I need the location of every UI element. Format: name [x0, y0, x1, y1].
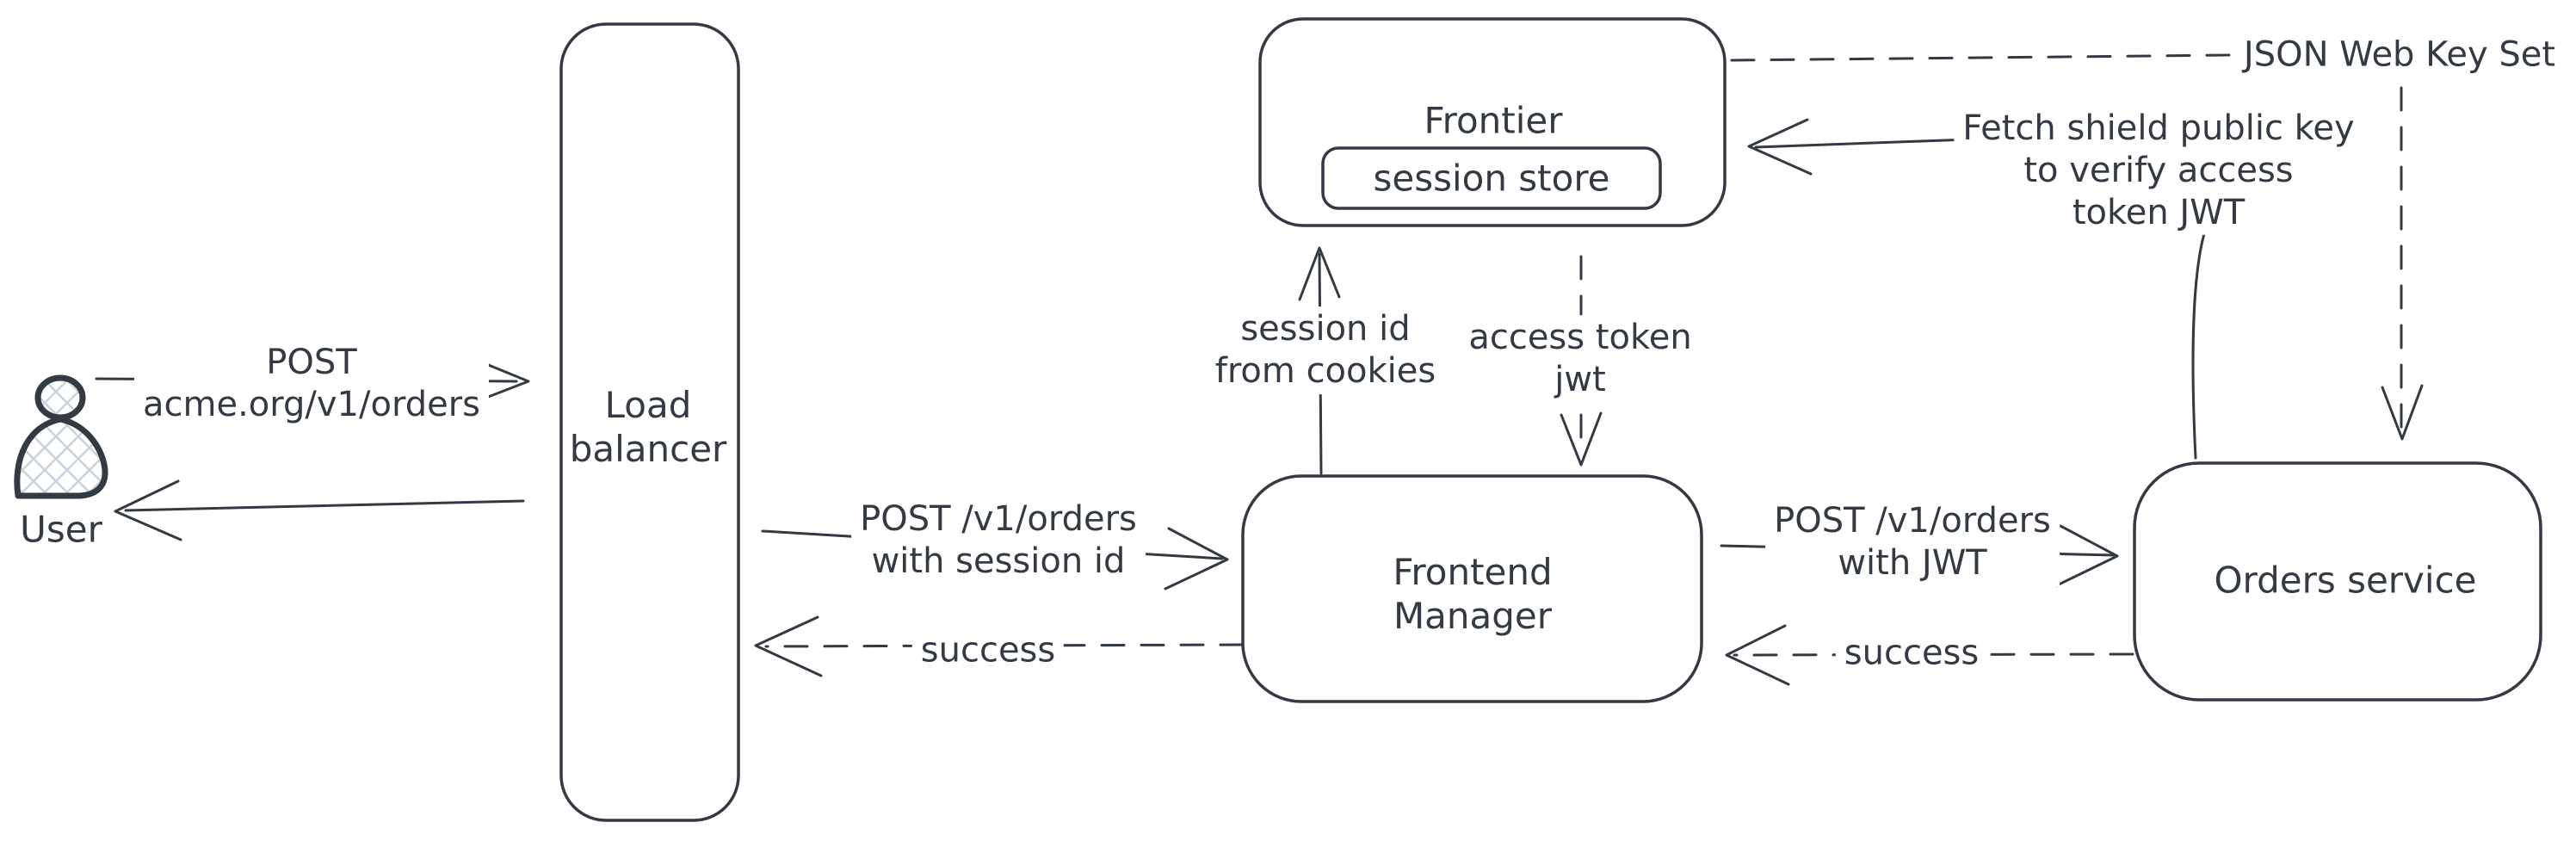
arrowhead-left [114, 479, 182, 541]
post-acme-line2: acme.org/v1/orders [143, 385, 480, 424]
arrowhead-left [754, 615, 823, 677]
load-balancer-label-line2: balancer [569, 428, 727, 470]
frontend-manager-label[interactable]: Frontend Manager [1393, 550, 1552, 638]
access-token-line2: jwt [1554, 360, 1606, 399]
edge-label-post-acme[interactable]: POST acme.org/v1/orders [134, 340, 489, 428]
fetch-key-line3: token JWT [2072, 192, 2246, 232]
session-id-line1: session id [1240, 309, 1411, 349]
edge-label-post-session[interactable]: POST /v1/orders with session id [851, 497, 1146, 584]
session-id-line2: from cookies [1214, 351, 1436, 391]
orders-service-label[interactable]: Orders service [2214, 559, 2477, 602]
arrowhead-down [2381, 384, 2424, 441]
edge-label-success-left[interactable]: success [911, 628, 1065, 674]
node-frontend-manager-box[interactable] [1241, 474, 1703, 703]
edge-frontier-to-jwks[interactable] [1730, 53, 2233, 62]
session-store-label[interactable]: session store [1373, 157, 1610, 200]
arrowhead-left [1747, 118, 1813, 176]
frontend-manager-label-line2: Manager [1393, 595, 1553, 637]
node-orders-service-box[interactable] [2133, 461, 2542, 702]
edge-label-session-id[interactable]: session id from cookies [1206, 306, 1445, 394]
arrowhead-right [2055, 524, 2119, 587]
arrowhead-down [1560, 411, 1603, 467]
edge-label-success-right[interactable]: success [1835, 630, 1988, 677]
frontend-manager-label-line1: Frontend [1393, 550, 1553, 593]
edge-lb-to-user[interactable] [114, 479, 525, 541]
load-balancer-label-line1: Load [604, 383, 692, 426]
arrowhead-left [1725, 624, 1790, 686]
post-session-line2: with session id [871, 541, 1126, 581]
edge-label-fetch-key[interactable]: Fetch shield public key to verify access… [1954, 105, 2363, 236]
post-jwt-line1: POST /v1/orders [1774, 501, 2051, 541]
user-person-icon[interactable] [14, 374, 108, 499]
post-jwt-line2: with JWT [1838, 543, 1987, 583]
node-session-store-box[interactable] [1321, 146, 1662, 210]
user-body [14, 416, 108, 499]
fetch-key-line2: to verify access [2023, 150, 2294, 190]
node-load-balancer-box[interactable] [559, 22, 740, 822]
arrowhead-right [1164, 527, 1229, 590]
user-head [34, 374, 86, 421]
edge-label-post-jwt[interactable]: POST /v1/orders with JWT [1765, 498, 2060, 586]
user-label[interactable]: User [20, 508, 102, 551]
post-acme-line1: POST [266, 343, 357, 383]
fetch-key-line1: Fetch shield public key [1962, 108, 2355, 148]
frontier-label[interactable]: Frontier [1424, 99, 1563, 142]
edge-jwks-to-orders[interactable] [2381, 86, 2424, 441]
access-token-line1: access token [1468, 318, 1692, 358]
edge-label-jwks[interactable]: JSON Web Key Set [2234, 32, 2565, 78]
load-balancer-label[interactable]: Load balancer [570, 383, 727, 471]
post-session-line1: POST /v1/orders [860, 499, 1137, 540]
arrowhead-up [1298, 246, 1341, 301]
edge-label-access-token[interactable]: access token jwt [1460, 315, 1701, 403]
